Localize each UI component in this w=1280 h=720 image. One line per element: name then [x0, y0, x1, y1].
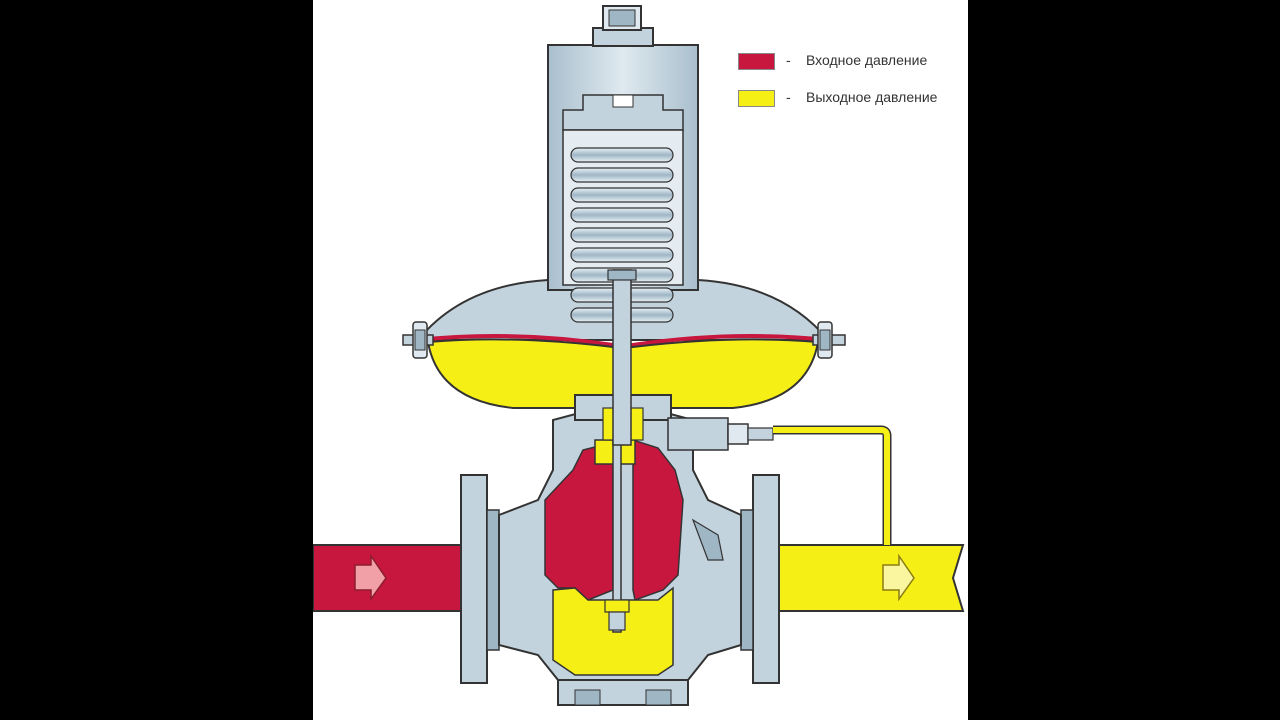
- diagram-sheet: - Входное давление - Выходное давление: [313, 0, 968, 720]
- spring-icon: [570, 147, 674, 323]
- inlet-flange: [460, 474, 500, 684]
- legend-item-inlet-pressure: - Входное давление: [738, 50, 963, 72]
- legend: - Входное давление - Выходное давление: [738, 50, 963, 124]
- sensing-line: [667, 417, 892, 545]
- legend-label-outlet: Выходное давление: [806, 89, 938, 105]
- inlet-flow-arrow-icon: [354, 553, 387, 602]
- left-bolt-icon: [402, 321, 434, 359]
- legend-dash: -: [786, 89, 791, 105]
- outlet-flange: [740, 474, 780, 684]
- legend-dash: -: [786, 52, 791, 68]
- legend-swatch-outlet: [738, 90, 775, 107]
- gas-pressure-regulator-diagram: [313, 5, 965, 706]
- legend-item-outlet-pressure: - Выходное давление: [738, 87, 963, 109]
- right-bolt-icon: [812, 321, 846, 359]
- outlet-flow-arrow-icon: [882, 553, 915, 602]
- legend-swatch-inlet: [738, 53, 775, 70]
- legend-label-inlet: Входное давление: [806, 52, 928, 68]
- valve-stem: [607, 269, 637, 446]
